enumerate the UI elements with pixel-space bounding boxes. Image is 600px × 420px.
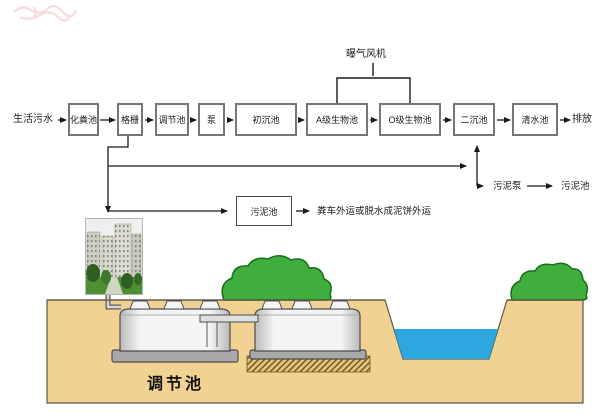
transfer-pipe — [199, 314, 259, 347]
process-box-septic-tank: 化粪池 — [68, 103, 99, 136]
discharge-label: 排放 — [572, 114, 592, 125]
aeration-bracket — [336, 63, 411, 103]
process-box-bar-screen: 格栅 — [117, 103, 143, 136]
inlet-pipe — [105, 294, 121, 310]
sludge-pump-label: 污泥泵 — [493, 181, 522, 192]
process-box-biological-a: A级生物池 — [306, 103, 368, 136]
underground-tank-label: 调节池 — [147, 376, 205, 393]
process-box-clean-water-tank: 清水池 — [512, 103, 558, 136]
process-box-pump: 泵 — [198, 103, 225, 136]
watermark-scribble — [13, 5, 78, 22]
process-box-secondary-sedimentation: 二沉池 — [453, 103, 495, 136]
process-box-primary-sedimentation: 初沉池 — [235, 103, 297, 136]
bush-right — [510, 262, 589, 301]
photo-art — [86, 219, 142, 294]
manhole-caps — [129, 300, 351, 310]
aeration-blower-label: 曝气风机 — [346, 49, 386, 60]
sludge-disposal-label: 粪车外运或脱水成泥饼外运 — [317, 206, 432, 217]
sludge-tank-label-right: 污泥池 — [561, 181, 590, 192]
water-pool — [394, 329, 498, 359]
sludge-lines — [105, 136, 553, 214]
process-box-regulating-tank: 调节池 — [155, 103, 189, 136]
tank-secondary — [249, 308, 367, 360]
sludge-tank-box: 污泥池 — [236, 196, 292, 226]
residential-area-photo — [85, 218, 143, 295]
bush-middle — [221, 255, 332, 301]
source-label: 生活污水 — [13, 114, 53, 125]
process-box-biological-o: O级生物池 — [379, 103, 441, 136]
